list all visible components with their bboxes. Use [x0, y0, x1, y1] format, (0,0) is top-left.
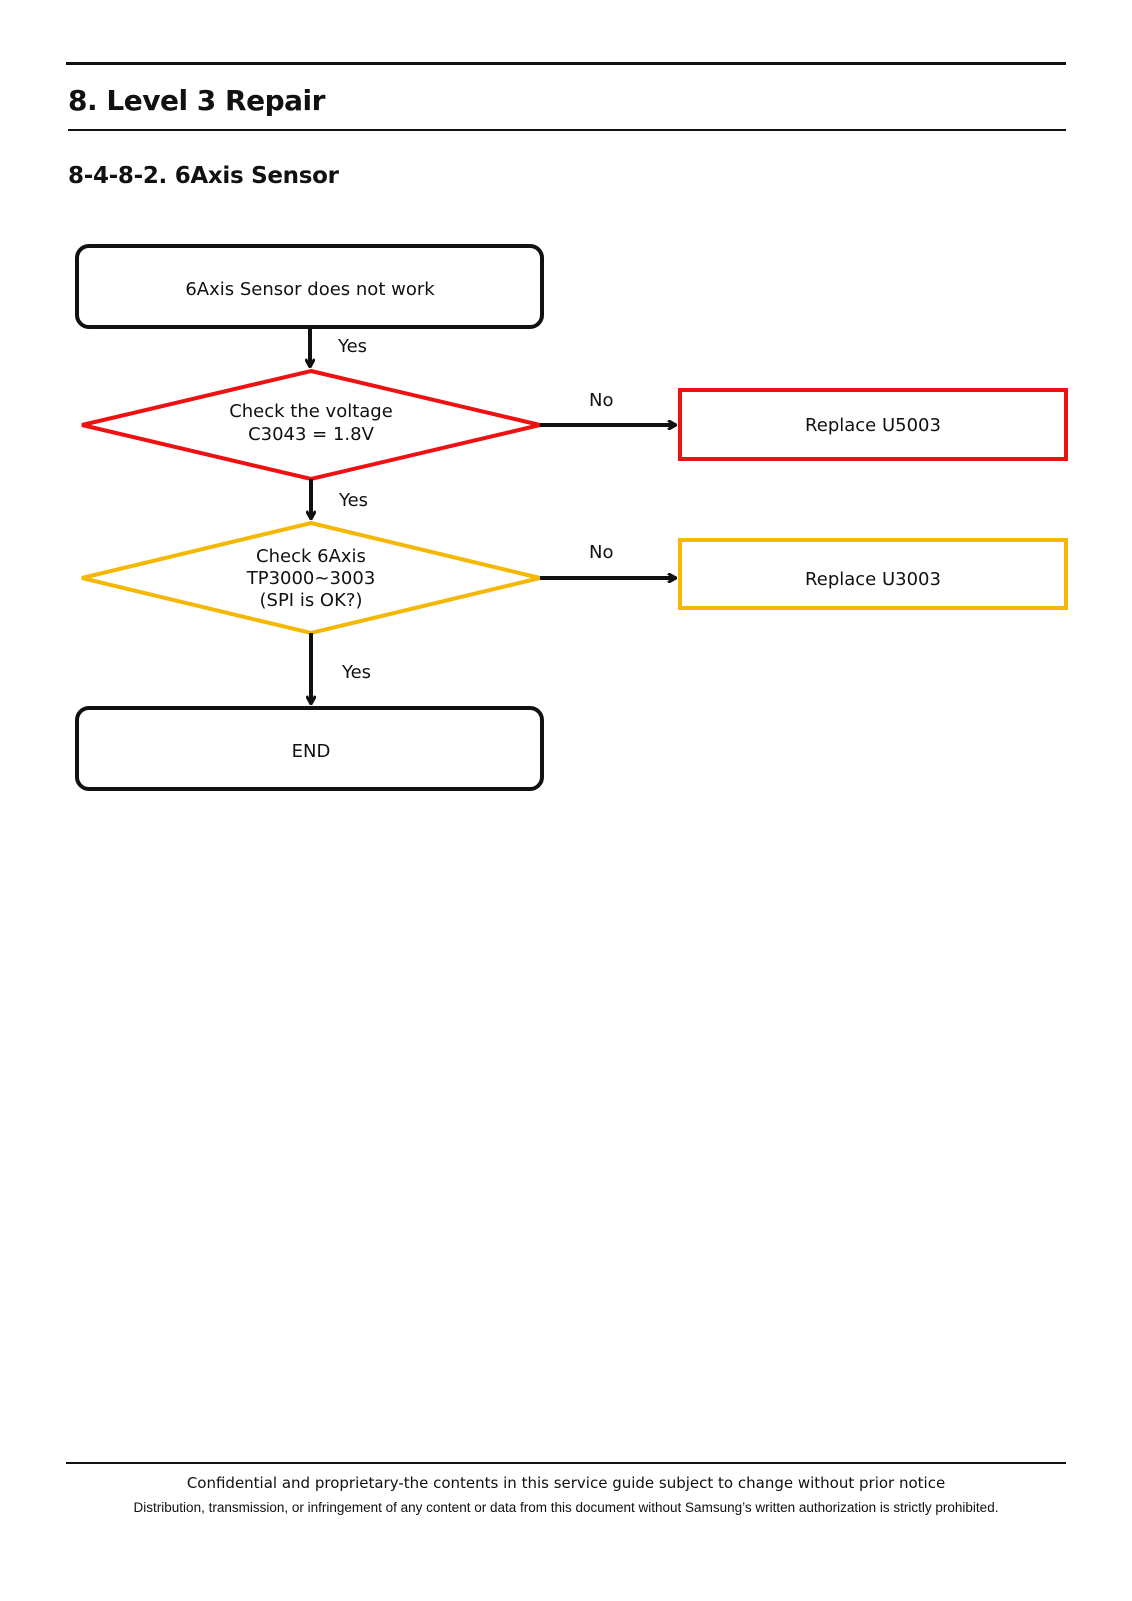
- check-voltage-decision: Check the voltage C3043 = 1.8V: [81, 368, 541, 482]
- edge-6axis-to-end: Yes: [311, 633, 371, 704]
- edge-label-yes-2: Yes: [338, 490, 368, 511]
- header-top-rule: [66, 62, 1066, 65]
- end-node: END: [75, 706, 544, 791]
- check-6axis-decision: Check 6Axis TP3000~3003 (SPI is OK?): [81, 520, 541, 636]
- start-node-label: 6Axis Sensor does not work: [185, 279, 435, 300]
- page-title: 8. Level 3 Repair: [68, 84, 325, 117]
- edge-label-no-2: No: [589, 542, 613, 563]
- edge-6axis-to-u3003: No: [540, 542, 676, 578]
- replace-u3003-label: Replace U3003: [805, 569, 941, 590]
- section-title: 8-4-8-2. 6Axis Sensor: [68, 163, 339, 189]
- replace-u5003-box: Replace U5003: [678, 388, 1068, 461]
- check-6axis-line-1: Check 6Axis: [256, 546, 366, 567]
- start-node: 6Axis Sensor does not work: [75, 244, 544, 329]
- edge-label-yes-3: Yes: [341, 662, 371, 683]
- edge-label-yes-1: Yes: [337, 336, 367, 357]
- edge-start-to-voltage: Yes: [310, 327, 367, 367]
- check-voltage-line-1: Check the voltage: [229, 401, 393, 422]
- check-6axis-line-2: TP3000~3003: [246, 568, 376, 589]
- footer-confidential-notice: Confidential and proprietary-the content…: [186, 1474, 946, 1492]
- header-bottom-rule: [68, 129, 1066, 131]
- flowchart: 6Axis Sensor does not work Yes Check the…: [75, 244, 1068, 791]
- edge-voltage-to-6axis: Yes: [311, 479, 368, 519]
- check-voltage-line-2: C3043 = 1.8V: [248, 424, 375, 445]
- footer-rule: [66, 1462, 1066, 1464]
- end-node-label: END: [292, 741, 331, 762]
- replace-u5003-label: Replace U5003: [805, 415, 941, 436]
- edge-label-no-1: No: [589, 390, 613, 411]
- check-6axis-line-3: (SPI is OK?): [260, 590, 363, 611]
- footer-distribution-notice: Distribution, transmission, or infringem…: [133, 1500, 999, 1515]
- replace-u3003-box: Replace U3003: [678, 538, 1068, 610]
- edge-voltage-to-u5003: No: [540, 390, 676, 425]
